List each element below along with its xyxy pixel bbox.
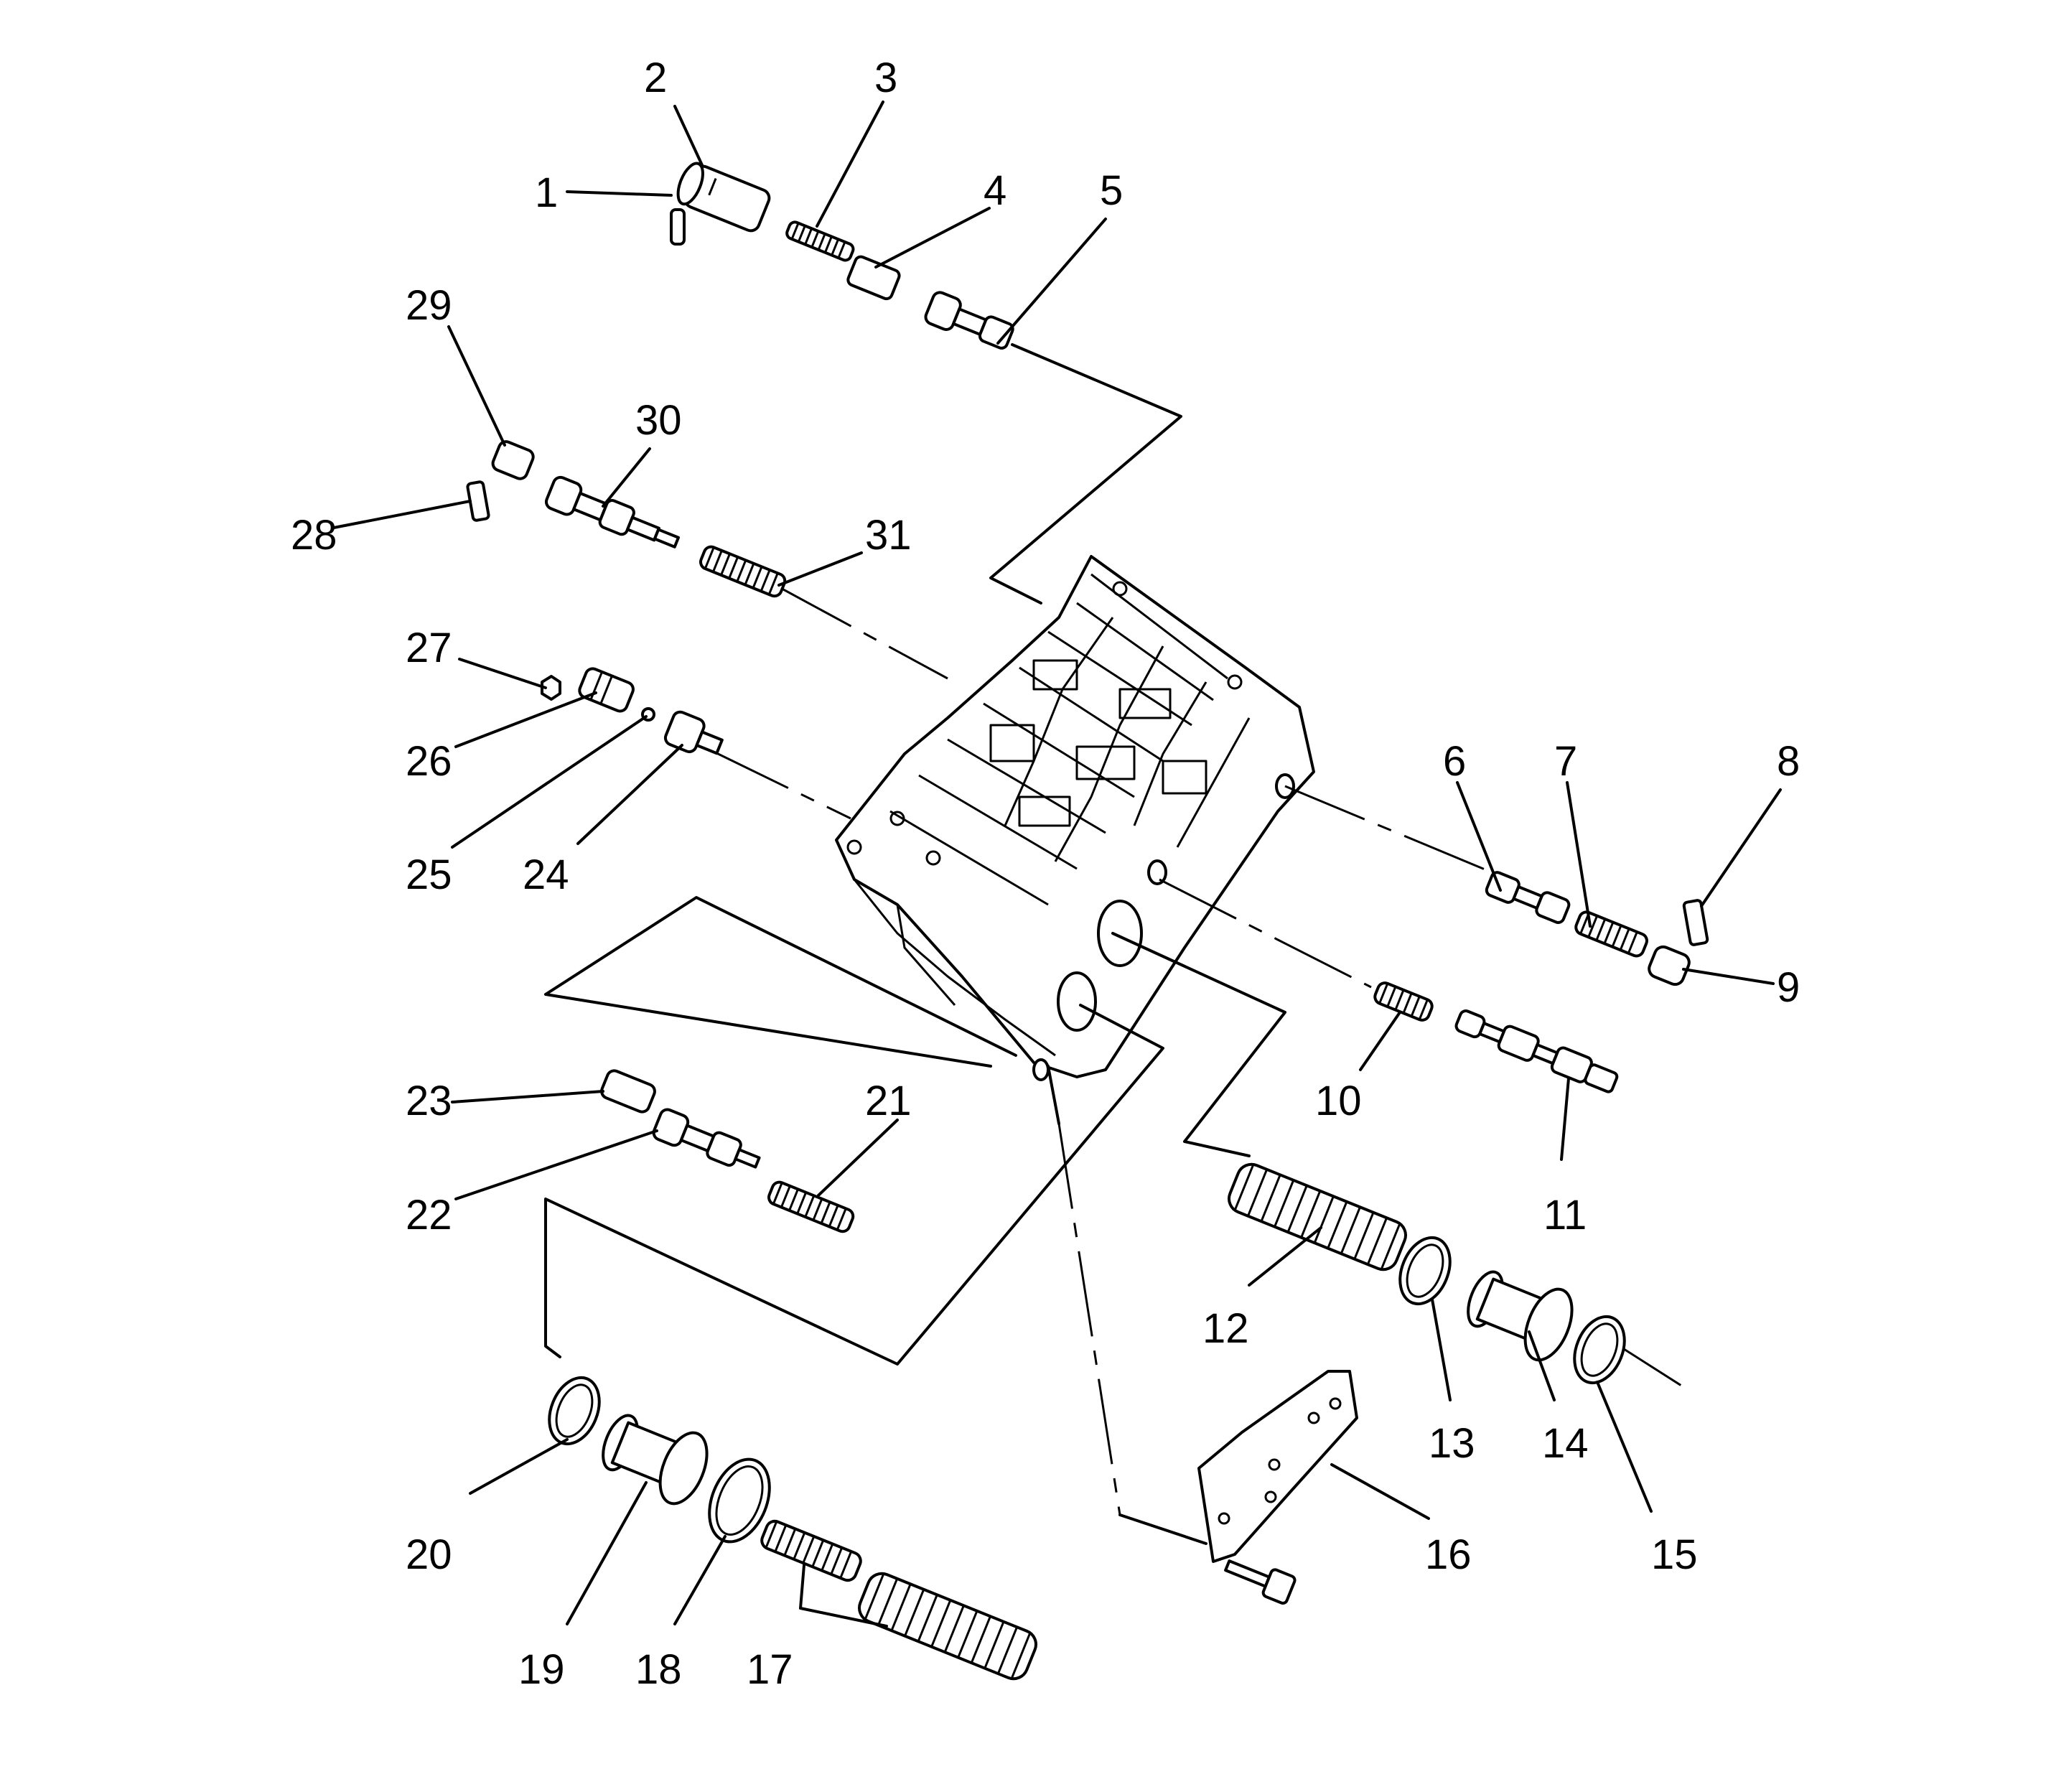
callout-2: 2 bbox=[644, 55, 667, 101]
callouts: 1 2 3 4 5 6 7 8 9 10 11 12 13 14 15 16 1… bbox=[291, 55, 1800, 1693]
valve-body bbox=[835, 555, 1315, 1081]
callout-1: 1 bbox=[535, 169, 558, 216]
callout-23: 23 bbox=[406, 1078, 452, 1124]
callout-14: 14 bbox=[1542, 1420, 1589, 1467]
assembly-lines bbox=[544, 343, 1688, 1545]
callout-17: 17 bbox=[747, 1646, 793, 1693]
callout-15: 15 bbox=[1651, 1531, 1698, 1578]
callout-16: 16 bbox=[1425, 1531, 1472, 1578]
callout-19: 19 bbox=[518, 1646, 565, 1693]
callout-11: 11 bbox=[1543, 1192, 1587, 1238]
parts bbox=[466, 162, 1709, 1681]
callout-28: 28 bbox=[291, 512, 337, 559]
leader-lines bbox=[332, 101, 1782, 1628]
callout-30: 30 bbox=[635, 397, 682, 444]
callout-3: 3 bbox=[874, 55, 897, 101]
callout-5: 5 bbox=[1100, 167, 1123, 214]
callout-12: 12 bbox=[1202, 1305, 1249, 1352]
callout-22: 22 bbox=[406, 1192, 452, 1238]
callout-20: 20 bbox=[406, 1531, 452, 1578]
callout-4: 4 bbox=[984, 167, 1006, 214]
callout-9: 9 bbox=[1777, 964, 1800, 1011]
callout-25: 25 bbox=[406, 851, 452, 898]
callout-18: 18 bbox=[635, 1646, 682, 1693]
callout-31: 31 bbox=[865, 512, 912, 559]
callout-13: 13 bbox=[1429, 1420, 1475, 1467]
callout-24: 24 bbox=[523, 851, 569, 898]
callout-6: 6 bbox=[1443, 738, 1466, 785]
callout-21: 21 bbox=[865, 1078, 912, 1124]
callout-29: 29 bbox=[406, 282, 452, 329]
callout-7: 7 bbox=[1554, 738, 1577, 785]
callout-27: 27 bbox=[406, 625, 452, 671]
callout-8: 8 bbox=[1777, 738, 1800, 785]
callout-10: 10 bbox=[1315, 1078, 1362, 1124]
callout-26: 26 bbox=[406, 738, 452, 785]
